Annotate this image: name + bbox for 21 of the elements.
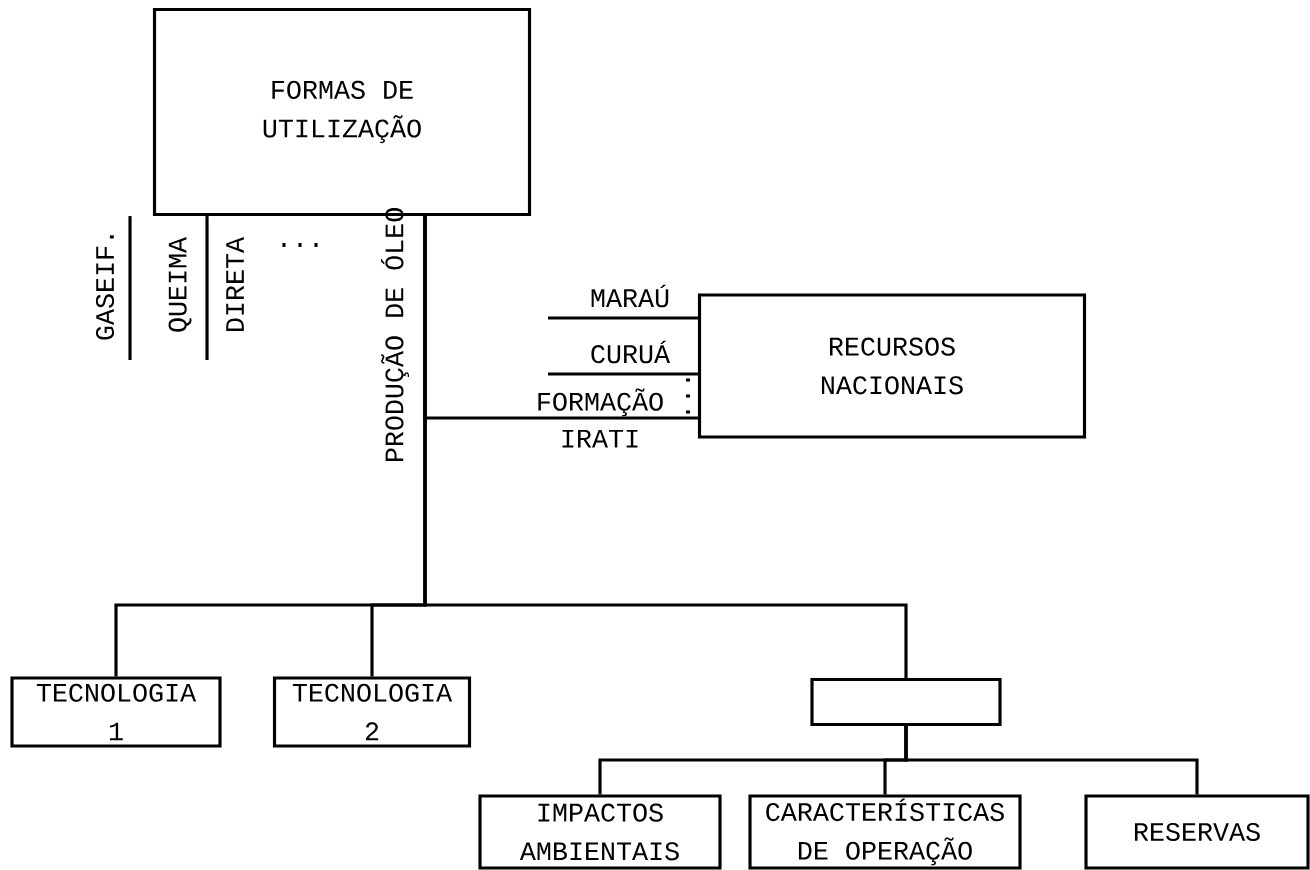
label-text: GASEIF. (95, 235, 115, 340)
label-text: DIRETA (226, 236, 244, 331)
connector-line (128, 216, 132, 360)
edge-label: MARAÚ (591, 284, 669, 308)
label-text: ... (282, 243, 318, 247)
label-text: ... (686, 378, 690, 414)
text-box: TECNOLOGIA 2 (272, 676, 472, 748)
text-box: IMPACTOS AMBIENTAIS (478, 794, 722, 870)
text-box: RECURSOS NACIONAIS (697, 293, 1087, 439)
empty-box (810, 677, 1002, 727)
label-text: QUEIMA (168, 236, 192, 332)
text-box: TECNOLOGIA 1 (10, 676, 222, 748)
connector-line (423, 216, 698, 420)
edge-label: FORMAÇÃO IRATI (538, 388, 663, 448)
connector-line (205, 216, 209, 360)
connector-line (904, 726, 1199, 795)
text-box: RESERVAS (1084, 794, 1310, 870)
edge-label: CURUÁ (591, 340, 671, 364)
connector-line (548, 316, 698, 320)
connector-line (548, 372, 698, 376)
text-box: CARACTERÍSTICAS DE OPERAÇÃO (748, 794, 1022, 870)
